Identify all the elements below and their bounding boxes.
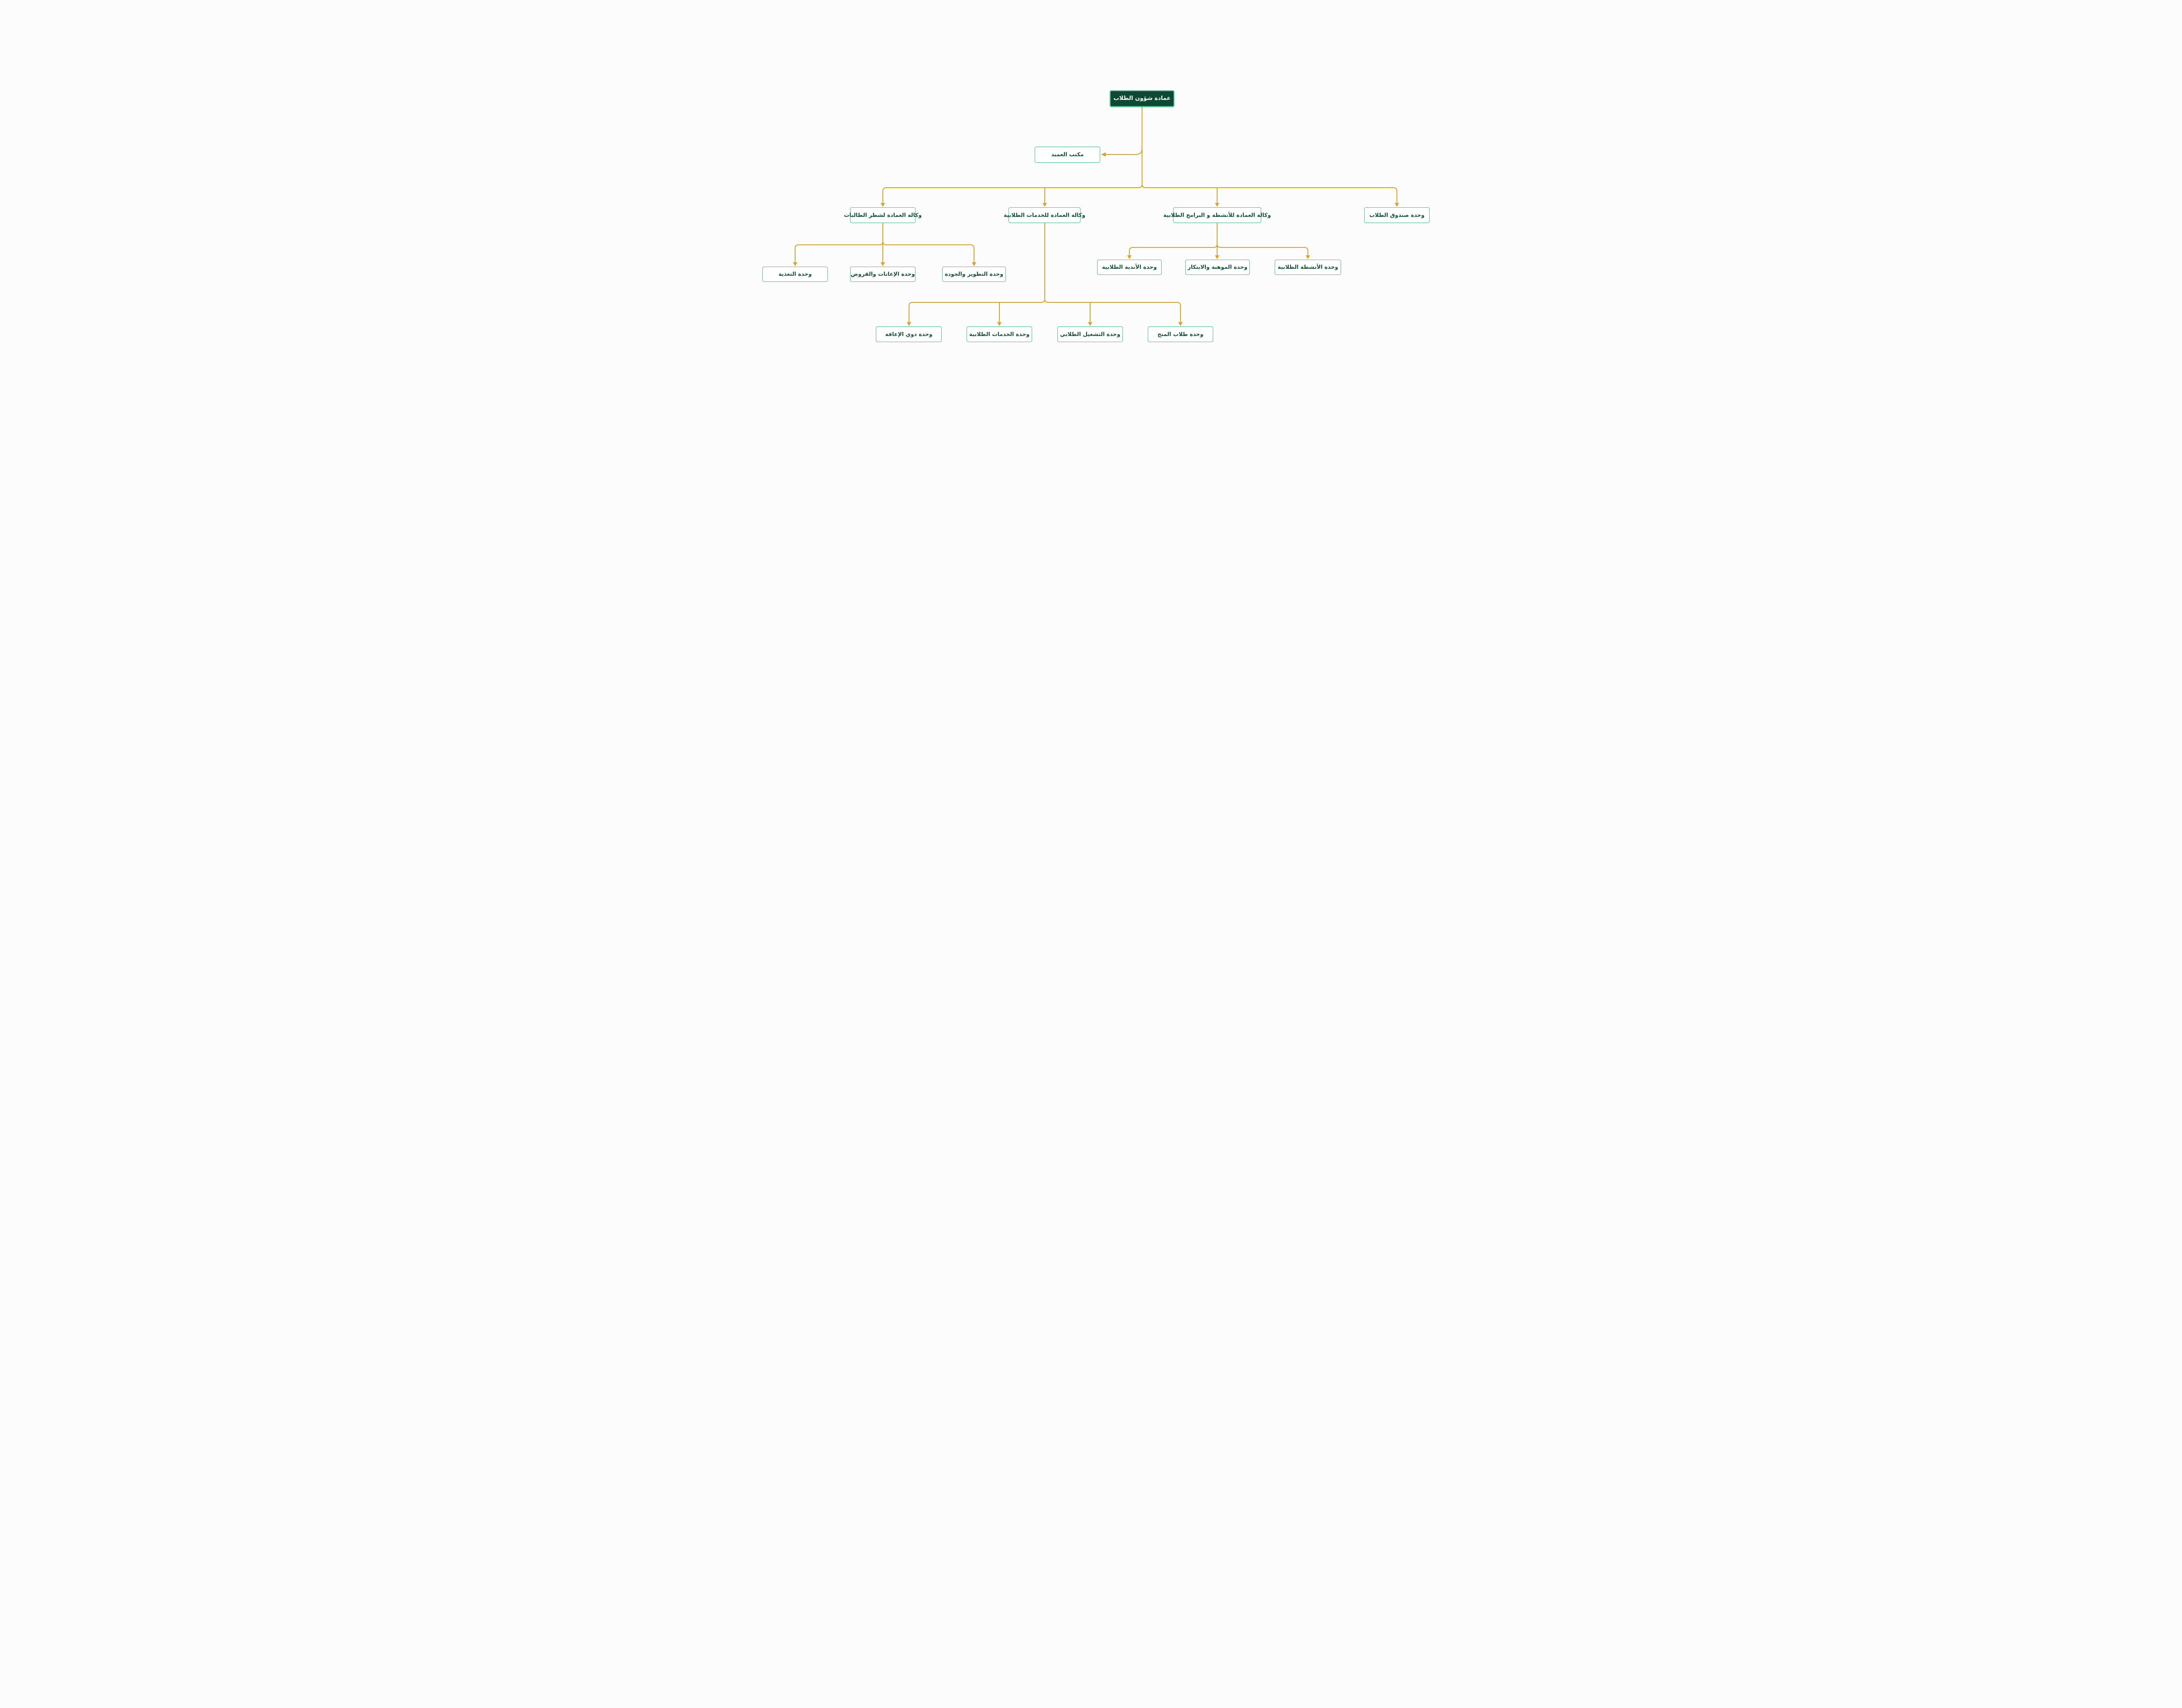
arrowhead-khadamat-1 <box>907 322 911 326</box>
connector-main-right <box>1142 184 1397 203</box>
node-deanship-root: عمادة شؤون الطلاب <box>1110 90 1174 107</box>
connector-lines <box>793 106 1399 326</box>
node-disabilities-unit: وحدة ذوي الإعاقة <box>876 326 942 342</box>
arrowhead-anshita-2 <box>1215 255 1219 259</box>
connector-dean-branch <box>1105 148 1142 155</box>
connector-shatr-left <box>795 241 883 262</box>
arrowhead-l2-4 <box>1395 203 1399 207</box>
node-student-employment-unit: وحدة التشغيل الطلابي <box>1057 326 1123 342</box>
connector-khadamat-left <box>909 298 1045 322</box>
arrowhead-l2-3 <box>1215 203 1219 207</box>
connector-khadamat-right <box>1044 298 1181 322</box>
org-chart-canvas: عمادة شؤون الطلاب مكتب العميد وكالة العم… <box>742 0 1440 427</box>
connector-shatr-right <box>882 241 974 262</box>
node-vice-deanship-female-section: وكالة العمادة لشطر الطالبات <box>844 207 922 223</box>
connector-anshita-left <box>1129 244 1218 255</box>
node-vice-deanship-student-services: وكالة العمادة للخدمات الطلابية <box>1004 207 1085 223</box>
node-talent-innovation-unit: وحدة الموهبة والابتكار <box>1185 260 1250 275</box>
node-student-activities-unit: وحدة الأنشطة الطلابية <box>1275 260 1341 275</box>
connector-main-left <box>882 184 1142 203</box>
node-subsidies-loans-unit: وحدة الإعانات والقروض <box>850 267 916 282</box>
arrowhead-l2-2 <box>1043 203 1047 207</box>
arrowhead-khadamat-4 <box>1178 322 1183 326</box>
arrowhead-l2-1 <box>881 203 885 207</box>
arrowhead-khadamat-3 <box>1088 322 1092 326</box>
arrowhead-shatr-1 <box>793 262 797 266</box>
node-student-fund-unit: وحدة صندوق الطلاب <box>1364 207 1430 223</box>
arrowhead-shatr-3 <box>972 262 976 266</box>
node-dean-office: مكتب العميد <box>1035 147 1100 163</box>
arrowhead-anshita-3 <box>1306 255 1310 259</box>
node-scholarship-students-unit: وحدة طلاب المنح <box>1148 326 1213 342</box>
node-vice-deanship-activities-programs: وكالة العمادة للأنشطة و البرامج الطلابية <box>1163 207 1271 223</box>
arrowhead-khadamat-2 <box>997 322 1002 326</box>
node-nutrition-unit: وحدة التغذية <box>762 267 828 282</box>
node-student-clubs-unit: وحدة الأندية الطلابية <box>1097 260 1162 275</box>
node-development-quality-unit: وحدة التطوير والجودة <box>942 267 1006 282</box>
connector-anshita-right <box>1217 244 1308 255</box>
arrowhead-anshita-1 <box>1127 255 1132 259</box>
arrowhead-shatr-2 <box>881 262 885 266</box>
node-student-services-unit: وحدة الخدمات الطلابية <box>967 326 1032 342</box>
arrowhead-dean <box>1101 152 1106 157</box>
